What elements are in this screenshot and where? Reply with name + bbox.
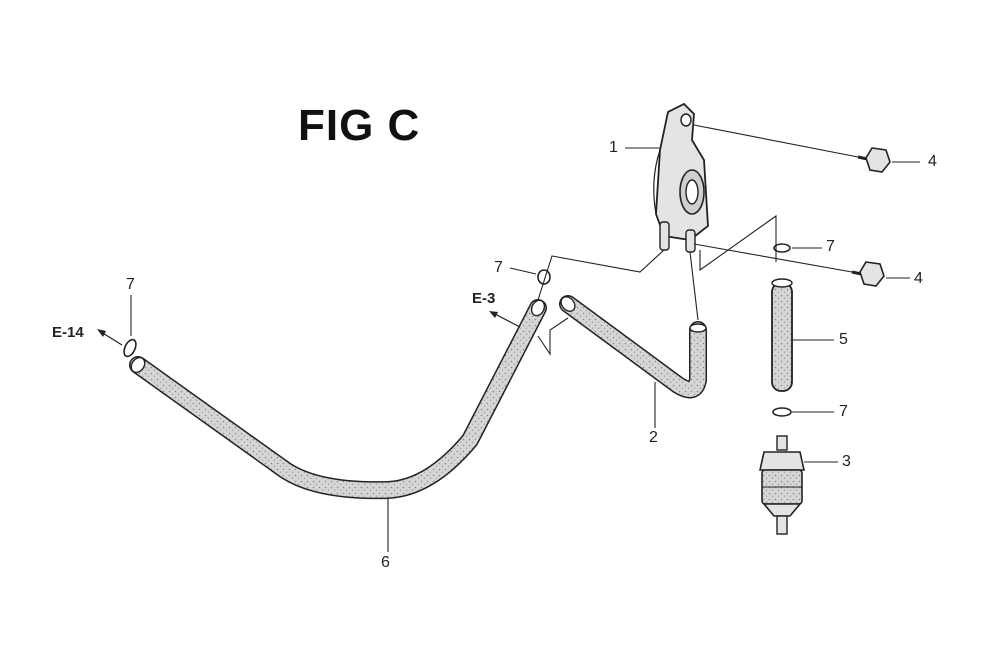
leader-7-center (509, 267, 537, 275)
callout-4-lower: 4 (914, 270, 923, 287)
clip-right-lower (772, 407, 792, 417)
bolt-lower (851, 261, 885, 287)
callout-3: 3 (842, 453, 851, 470)
connection-pump-to-hose2 (689, 251, 699, 321)
leader-lines (130, 124, 920, 552)
clip-left (123, 338, 137, 358)
fuel-filter (759, 435, 805, 535)
leader-4-upper (693, 124, 859, 158)
callout-7-left: 7 (126, 276, 135, 293)
ref-label-left: E-14 (52, 324, 84, 341)
clip-center (537, 269, 551, 285)
callout-6: 6 (381, 554, 390, 571)
callout-7-right-lower: 7 (839, 403, 848, 420)
connection-tube6-to-hose2 (537, 317, 569, 356)
callout-5: 5 (839, 331, 848, 348)
connection-pump-to-tube5 (699, 214, 777, 272)
callout-4-upper: 4 (928, 153, 937, 170)
clip-right-upper (773, 243, 791, 253)
hose-pump-to-tee (559, 295, 707, 399)
ref-arrow-center (489, 311, 521, 328)
fuel-tube-long (129, 299, 547, 500)
connection-pump-to-tube6 (537, 249, 665, 301)
bolt-upper (857, 147, 891, 173)
ref-label-center: E-3 (472, 290, 496, 307)
callout-1: 1 (609, 139, 618, 156)
short-tube (771, 278, 793, 392)
leader-4-lower (693, 243, 853, 273)
callout-7-right-upper: 7 (826, 238, 835, 255)
figure-title: FIG C (298, 101, 421, 150)
callout-7-center: 7 (494, 259, 503, 276)
ref-arrow-left (97, 329, 123, 346)
callout-2: 2 (649, 429, 658, 446)
fuel-pump (653, 102, 709, 253)
